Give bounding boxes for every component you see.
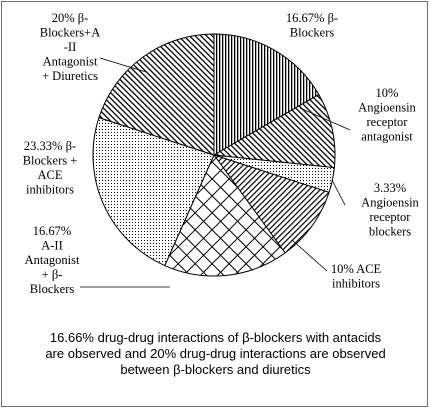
- pie-slice-6: [92, 116, 215, 267]
- caption-line-3: between β-blockers and diuretics: [120, 362, 311, 377]
- pie-slice-5: [164, 154, 286, 277]
- caption-line-1: 16.66% drug-drug interactions of β-block…: [49, 330, 382, 345]
- slice-label-1: 16.67% β-Blockers: [286, 11, 338, 40]
- caption-line-2: are observed and 20% drug-drug interacti…: [45, 346, 386, 361]
- leader-line-3: [331, 179, 346, 206]
- pie-slice-4: [212, 154, 330, 254]
- leader-line-2: [299, 107, 351, 131]
- leader-line-4: [291, 239, 328, 272]
- leader-line-7: [99, 57, 147, 73]
- pie-slice-2: [212, 93, 336, 169]
- chart-caption: 16.66% drug-drug interactions of β-block…: [0, 330, 431, 378]
- pie-slice-7: [98, 33, 215, 156]
- pie-slice-1: [213, 33, 320, 156]
